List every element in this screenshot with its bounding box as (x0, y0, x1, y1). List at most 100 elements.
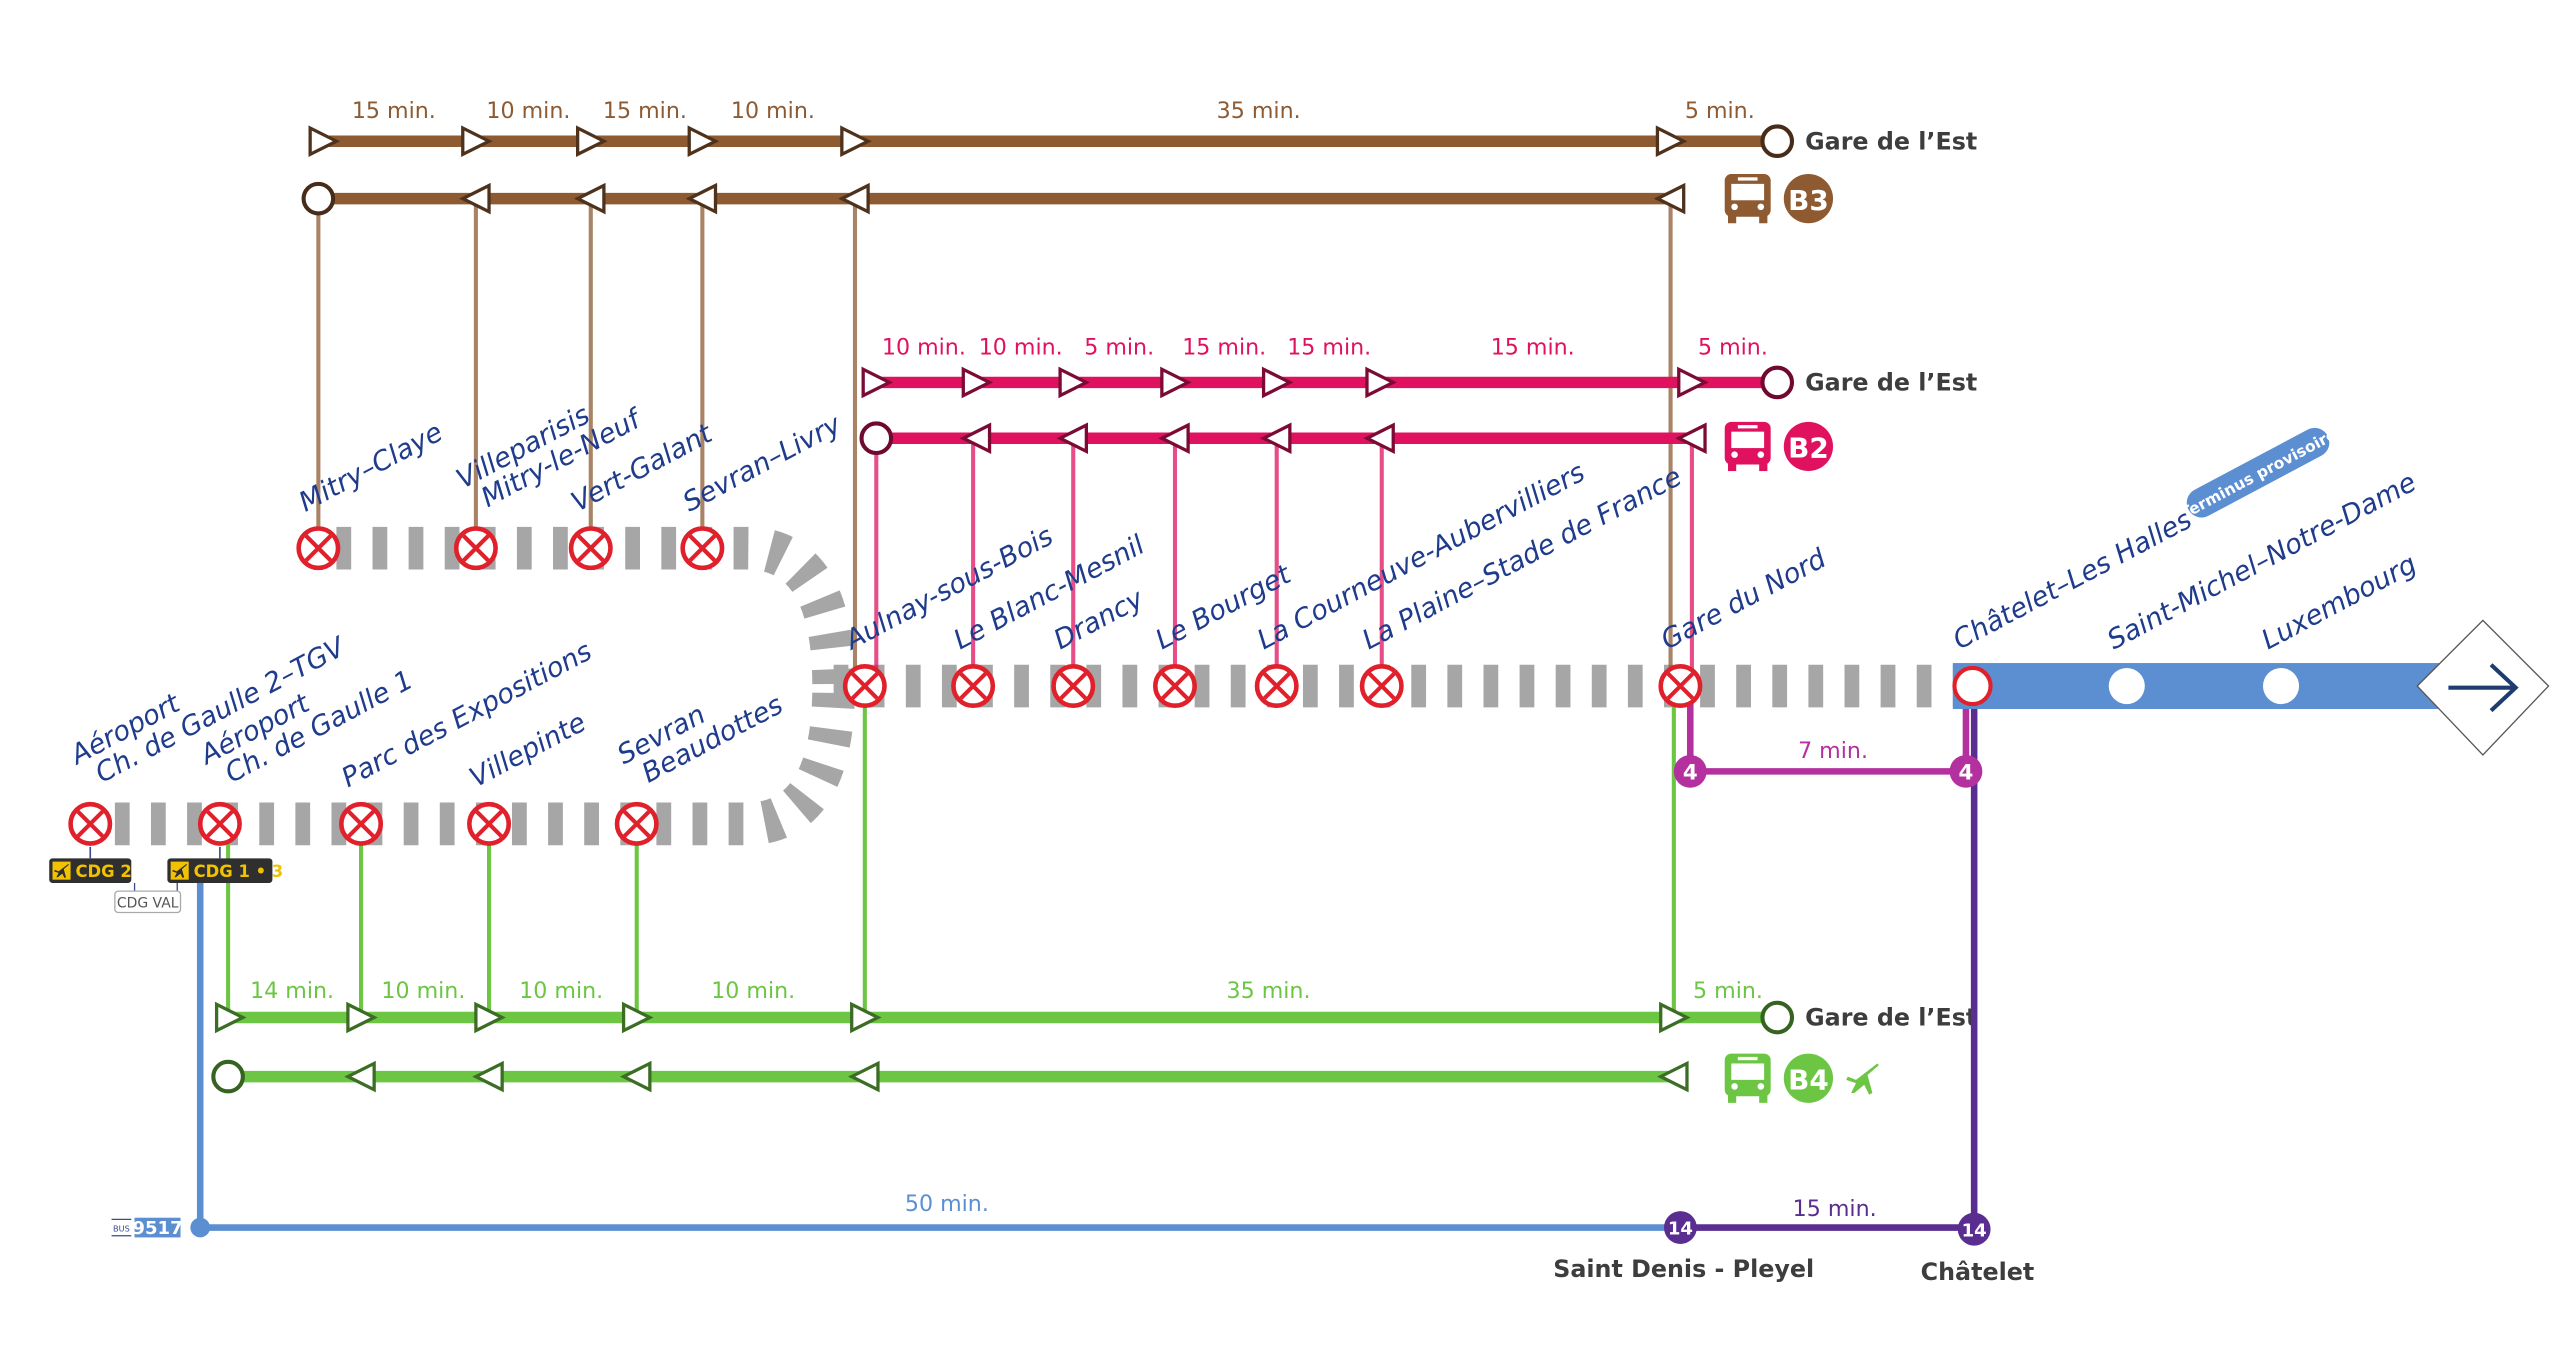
close-x-icon (1262, 672, 1291, 700)
close-x-icon (959, 672, 987, 700)
bus-9517-route (196, 869, 1681, 1231)
closed-track (114, 526, 1957, 846)
bus-light (1731, 1083, 1738, 1090)
station-label-line: Gare du Nord (1656, 543, 1832, 656)
arrow-right-icon (1261, 366, 1294, 399)
bus-window (1731, 183, 1765, 201)
close-x-icon (622, 810, 651, 838)
tag-label: CDG 2 (75, 862, 131, 881)
bus-icon (1724, 1053, 1771, 1103)
origin-stop (211, 1059, 245, 1094)
tag-label: CDG 1 • 3 (194, 862, 284, 881)
arrow-left-icon (619, 1060, 652, 1093)
terminus-label: Gare de l’Est (1805, 127, 1977, 155)
tag-box (167, 858, 273, 883)
line-badge-b4-label: B4 (1788, 1063, 1829, 1096)
airport-tag: CDG 2 (49, 846, 132, 883)
arrow-right-icon (308, 125, 341, 157)
close-x-icon (1161, 672, 1189, 700)
rer-b-open-track (1952, 663, 2446, 709)
bus-light (1757, 203, 1765, 211)
station-terminus-icon (1952, 665, 1993, 707)
bus-number-box (134, 1217, 181, 1238)
station-icon (2262, 667, 2300, 705)
airplane-icon (54, 863, 69, 879)
bus-sign (1737, 425, 1758, 429)
metro-4-badge-chatelet-label: 4 (1959, 761, 1974, 786)
arrow-right-icon (461, 125, 493, 157)
arrow-left-icon (1259, 422, 1292, 455)
arrow-right-icon (346, 1001, 378, 1034)
bus-window (1731, 1063, 1765, 1080)
arrow-right-icon (1677, 366, 1709, 399)
arrow-left-icon (685, 182, 718, 215)
origin-stop (859, 421, 894, 456)
metro-4-badge-chatelet: 4 (1949, 754, 1983, 788)
metro-14-route (1680, 686, 1978, 1231)
arrow-left-icon (848, 1060, 880, 1093)
travel-time: 10 min. (979, 335, 1063, 361)
bus-wheel (1728, 462, 1737, 472)
cdg-val-label: CDG VAL (117, 896, 179, 912)
rer-b-open-section (1952, 619, 2550, 756)
bus-number: 9517 (132, 1218, 182, 1239)
airport-tag: CDG 1 • 3 (167, 846, 284, 883)
arrow-left-icon (1158, 422, 1190, 455)
line-badge-b3-circle (1783, 174, 1834, 224)
metro-4-badge-gare-du-nord: 4 (1673, 754, 1707, 788)
bus-wheel (1728, 215, 1737, 224)
terminus-stop (1760, 1000, 1795, 1035)
close-x-icon (206, 810, 234, 838)
close-x-icon (1059, 672, 1087, 700)
metro-4-route (1686, 686, 1970, 775)
travel-time: 10 min. (711, 978, 795, 1004)
close-x-icon (1666, 672, 1695, 700)
arrow-right-icon (1058, 366, 1091, 399)
bus-icon (1724, 174, 1771, 224)
travel-time: 5 min. (1693, 978, 1763, 1004)
origin-stop (301, 181, 336, 216)
arrow-left-icon (459, 182, 491, 215)
station-icon (2108, 667, 2145, 705)
metro-14-badge-pleyel-circle (1664, 1211, 1697, 1244)
arrow-left-icon (573, 182, 606, 215)
arrow-right-icon (576, 125, 608, 157)
station-label-villeparisis: VilleparisisMitry-le-Neuf (452, 378, 649, 520)
arrow-right-icon (1365, 366, 1397, 399)
arrow-left-icon (1653, 182, 1686, 215)
travel-time: 15 min. (352, 98, 436, 124)
arrow-left-icon (472, 1060, 504, 1093)
travel-time: 50 min. (905, 1191, 989, 1217)
line-badge-b4-circle (1783, 1053, 1834, 1103)
line-badge-b4: B4 (1783, 1053, 1834, 1103)
cdg-val-box (114, 890, 182, 914)
bus-9517-stop (190, 1217, 211, 1238)
station-label-saint-denis-pleyel: Saint Denis - Pleyel (1553, 1255, 1814, 1283)
metro-14-badge-chatelet-circle (1957, 1212, 1991, 1246)
arrow-right-icon (2448, 663, 2519, 713)
arrow-left-icon (1363, 422, 1395, 455)
metro-14-badge-pleyel-label: 14 (1668, 1219, 1693, 1240)
close-x-icon (475, 810, 503, 838)
line-badge-b3: B3 (1783, 174, 1834, 224)
travel-time: 10 min. (882, 335, 966, 361)
line-badge-b2-circle (1783, 421, 1834, 472)
travel-time: 7 min. (1798, 738, 1868, 764)
metro-4-badge-gare-du-nord-label: 4 (1683, 761, 1698, 786)
bus-wheel (1759, 215, 1768, 224)
station-label-chatelet: Châtelet (1921, 1258, 2035, 1286)
bus-light (1731, 203, 1738, 211)
metro-14-badge-pleyel: 14 (1664, 1211, 1697, 1244)
arrow-left-icon (959, 422, 992, 455)
arrow-left-icon (344, 1060, 376, 1093)
arrow-left-icon (838, 182, 870, 215)
bus-light (1757, 1083, 1765, 1090)
bus-window (1731, 431, 1765, 449)
arrow-right-icon (621, 1001, 654, 1034)
station-label-gare-du-nord: Gare du Nord (1656, 543, 1832, 656)
bus-sign (1737, 1056, 1758, 1061)
bus-light (1731, 451, 1738, 458)
travel-time: 15 min. (603, 98, 687, 124)
